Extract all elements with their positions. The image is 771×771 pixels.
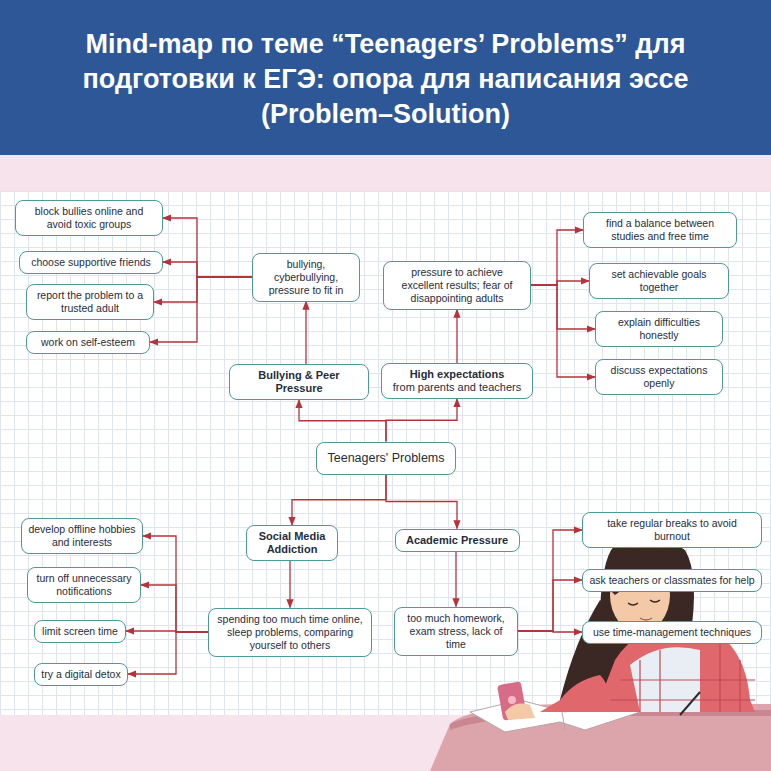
node-text: limit screen time — [41, 625, 119, 638]
idea-box: limit screen time — [34, 620, 126, 643]
idea-box: set achievable goals together — [589, 263, 729, 299]
connector-arrow — [163, 262, 252, 277]
idea-box: ask teachers or classmates for help — [582, 569, 762, 592]
category-box: Bullying & Peer Pressure — [229, 364, 369, 400]
node-text: find a balance between studies and free … — [590, 217, 730, 243]
connector-arrow — [163, 218, 252, 277]
idea-box: choose supportive friends — [19, 251, 163, 274]
connector-arrow — [518, 631, 582, 632]
idea-box: use time-management techniques — [582, 621, 762, 644]
title-text: Mind-map по теме “Teenagers’ Problems” д… — [36, 27, 736, 132]
connector-arrow — [531, 285, 595, 377]
idea-box: explain difficulties honestly — [595, 311, 723, 347]
connector-arrow — [289, 561, 290, 608]
node-text: try a digital detox — [41, 668, 121, 681]
node-text: Social Media Addiction — [253, 530, 331, 556]
connector-arrow — [531, 230, 583, 285]
connector-arrow — [518, 530, 582, 631]
pink-band — [0, 155, 771, 191]
central-topic: Teenagers' Problems — [316, 442, 456, 475]
idea-box: take regular breaks to avoid burnout — [582, 512, 762, 548]
connector-arrow — [531, 285, 595, 329]
node-text: set achievable goals together — [596, 268, 722, 294]
idea-box: try a digital detox — [34, 663, 128, 686]
node-text: spending too much time online, sleep pro… — [215, 613, 365, 652]
node-text: explain difficulties honestly — [602, 316, 716, 342]
node-text: report the problem to a trusted adult — [33, 289, 147, 315]
connector-arrow — [154, 277, 252, 302]
connector-arrow — [386, 475, 457, 529]
connector-arrow — [305, 302, 306, 365]
node-text: block bullies online and avoid toxic gro… — [22, 205, 156, 231]
category-box: High expectationsfrom parents and teache… — [381, 363, 533, 399]
idea-box: turn off unnecessary notifications — [27, 567, 141, 603]
node-text: choose supportive friends — [26, 256, 156, 269]
node-text: turn off unnecessary notifications — [34, 572, 134, 598]
idea-box: discuss expectations openly — [595, 359, 723, 395]
category-box: Academic Pressure — [395, 529, 520, 552]
idea-box: block bullies online and avoid toxic gro… — [15, 200, 163, 236]
node-text: bullying, cyberbullying, pressure to fit… — [259, 258, 353, 297]
idea-box: report the problem to a trusted adult — [26, 284, 154, 320]
category-box: Social Media Addiction — [246, 525, 338, 561]
node-text: Teenagers' Problems — [325, 451, 447, 466]
idea-box: work on self-esteem — [26, 331, 150, 354]
connector-arrow — [150, 277, 252, 342]
node-text: Bullying & Peer Pressure — [236, 369, 362, 395]
node-text: High expectations — [388, 368, 526, 381]
connector-arrow — [518, 580, 582, 631]
connector-arrow — [456, 310, 457, 364]
idea-box: pressure to achieve excellent results; f… — [383, 261, 531, 310]
node-text: ask teachers or classmates for help — [589, 574, 755, 587]
node-text: take regular breaks to avoid burnout — [589, 517, 755, 543]
node-text: develop offline hobbies and interests — [28, 523, 136, 549]
node-text: discuss expectations openly — [602, 364, 716, 390]
node-text: too much homework, exam stress, lack of … — [401, 612, 511, 651]
idea-box: bullying, cyberbullying, pressure to fit… — [252, 253, 360, 302]
idea-box: find a balance between studies and free … — [583, 212, 737, 248]
connector-arrow — [455, 552, 456, 607]
node-text: Academic Pressure — [402, 534, 513, 547]
idea-box: develop offline hobbies and interests — [21, 518, 143, 554]
connector-arrow — [141, 585, 208, 632]
connector-arrow — [292, 475, 386, 526]
idea-box: too much homework, exam stress, lack of … — [394, 607, 518, 656]
node-text: use time-management techniques — [589, 626, 755, 639]
connector-arrow — [386, 399, 457, 442]
connector-arrow — [128, 632, 208, 674]
idea-box: spending too much time online, sleep pro… — [208, 608, 372, 657]
node-text: from parents and teachers — [388, 381, 526, 394]
node-text: pressure to achieve excellent results; f… — [390, 266, 524, 305]
node-text: work on self-esteem — [33, 336, 143, 349]
connector-arrow — [299, 400, 386, 442]
